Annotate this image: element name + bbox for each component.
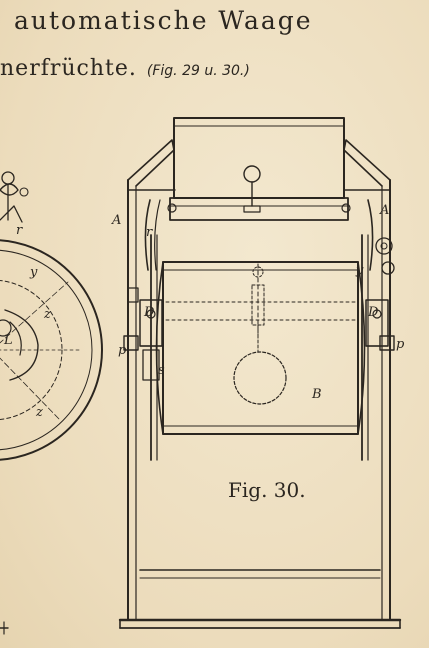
figure-reference: (Fig. 29 u. 30.) (146, 63, 250, 79)
label-p-right: p (396, 337, 405, 352)
left-mechanism (123, 199, 163, 381)
label-s-left: s (158, 363, 165, 378)
fig29-partial-drawing (0, 171, 103, 635)
label-z-fig29-b: z (36, 405, 43, 420)
drum (150, 234, 369, 461)
top-hopper-box (167, 117, 351, 221)
label-L-fig29: L (4, 333, 13, 348)
label-r-left: r (146, 225, 153, 240)
heading-line-2-text: nerfrüchte. (0, 56, 137, 81)
figure-label: Fig. 30. (228, 478, 306, 502)
label-A-left: A (112, 213, 122, 228)
label-D-right: D (368, 305, 379, 320)
label-A-right: A (380, 203, 390, 218)
label-z-fig29-a: z (44, 307, 51, 322)
label-p-left: p (118, 343, 127, 358)
right-mechanism (365, 199, 395, 351)
fig30-frame (118, 139, 402, 629)
heading-line-2: nerfrüchte. (Fig. 29 u. 30.) (0, 56, 250, 81)
label-y-fig29: y (30, 265, 38, 280)
label-r-fig29: r (16, 223, 23, 238)
label-B: B (312, 387, 322, 402)
label-D-left: D (144, 305, 155, 320)
label-y-right: y (356, 263, 364, 278)
heading-line-1: automatische Waage (14, 6, 313, 35)
